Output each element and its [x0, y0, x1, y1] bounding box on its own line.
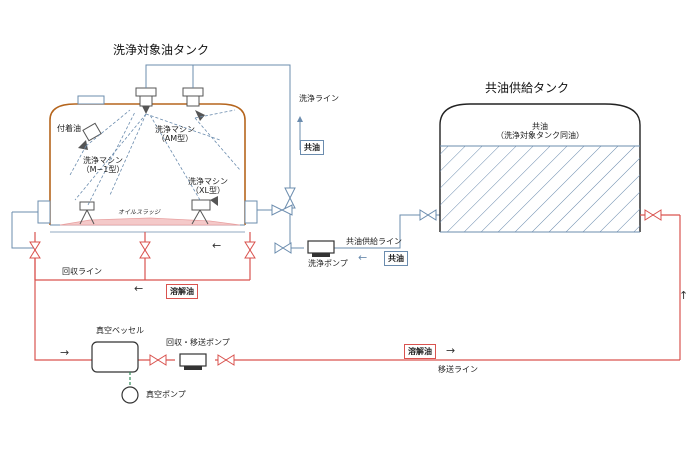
kyoyu-box-top: 共油 — [300, 140, 324, 155]
red-valve-2 — [139, 241, 151, 259]
supply-arrow-left: ← — [358, 251, 368, 264]
tripod-machine — [79, 201, 95, 225]
right-nozzle — [244, 200, 258, 224]
transfer-arrow-right-2: → — [446, 344, 456, 357]
red-valve-6 — [644, 209, 662, 221]
am-machine-left — [135, 87, 157, 114]
left-nozzle — [37, 200, 51, 224]
yokaiyu-box-left: 溶解油 — [166, 284, 198, 299]
transfer-arrow-right-1: → — [60, 346, 70, 359]
am-machine-right — [182, 87, 205, 121]
vacuum-pump-label: 真空ポンプ — [146, 390, 186, 399]
supply-oil-line-label: 共油供給ライン — [346, 237, 402, 246]
xl-machine-label: 洗浄マシン （XL型） — [188, 177, 228, 196]
red-valve-3 — [244, 241, 256, 259]
transfer-line-label: 移送ライン — [438, 365, 478, 374]
red-valve-4 — [149, 354, 167, 366]
supply-content-label: 共油 （洗浄対象タンク同油） — [496, 122, 584, 141]
kyoyu-box-bottom: 共油 — [384, 251, 408, 266]
spray-patterns — [69, 109, 241, 206]
vacuum-vessel-label: 真空ベッセル — [96, 326, 144, 335]
red-valve-1 — [29, 241, 41, 259]
vacuum-vessel — [91, 341, 139, 373]
attached-oil-label: 付着油 — [57, 124, 81, 133]
wash-valve-side — [271, 204, 293, 216]
top-manhole — [77, 95, 105, 105]
supply-tank — [439, 103, 641, 233]
xl-machine — [191, 196, 218, 225]
wash-arrow-left: ← — [212, 239, 222, 252]
am-machine-label: 洗浄マシン （AM型） — [155, 125, 195, 144]
red-valve-5 — [217, 354, 235, 366]
recovery-line-label: 回収ライン — [62, 267, 102, 276]
wash-tank-title: 洗浄対象油タンク — [113, 43, 210, 57]
recovery-arrow-left: ← — [134, 282, 144, 295]
oil-sludge-label: オイルスラッジ — [118, 209, 161, 216]
wash-target-tank — [37, 95, 258, 233]
pump-inlet-valve — [274, 242, 292, 254]
m1-machine-label: 洗浄マシン （M−1型） — [81, 156, 125, 175]
m1-machine — [78, 122, 102, 150]
vacuum-pump — [121, 386, 139, 404]
wash-valve-vertical — [284, 187, 296, 209]
wash-pump — [307, 240, 335, 257]
supply-tank-title: 共油供給タンク — [485, 81, 570, 95]
wash-pump-label: 洗浄ポンプ — [308, 259, 348, 268]
oil-sludge-layer — [59, 217, 241, 226]
recovery-transfer-pump — [179, 353, 207, 370]
recovery-transfer-pump-label: 回収・移送ポンプ — [166, 338, 230, 347]
wash-line-label: 洗浄ライン — [299, 94, 339, 103]
yokaiyu-box-right: 溶解油 — [404, 344, 436, 359]
transfer-arrow-up: ↑ — [679, 289, 689, 302]
supply-valve — [419, 209, 437, 221]
